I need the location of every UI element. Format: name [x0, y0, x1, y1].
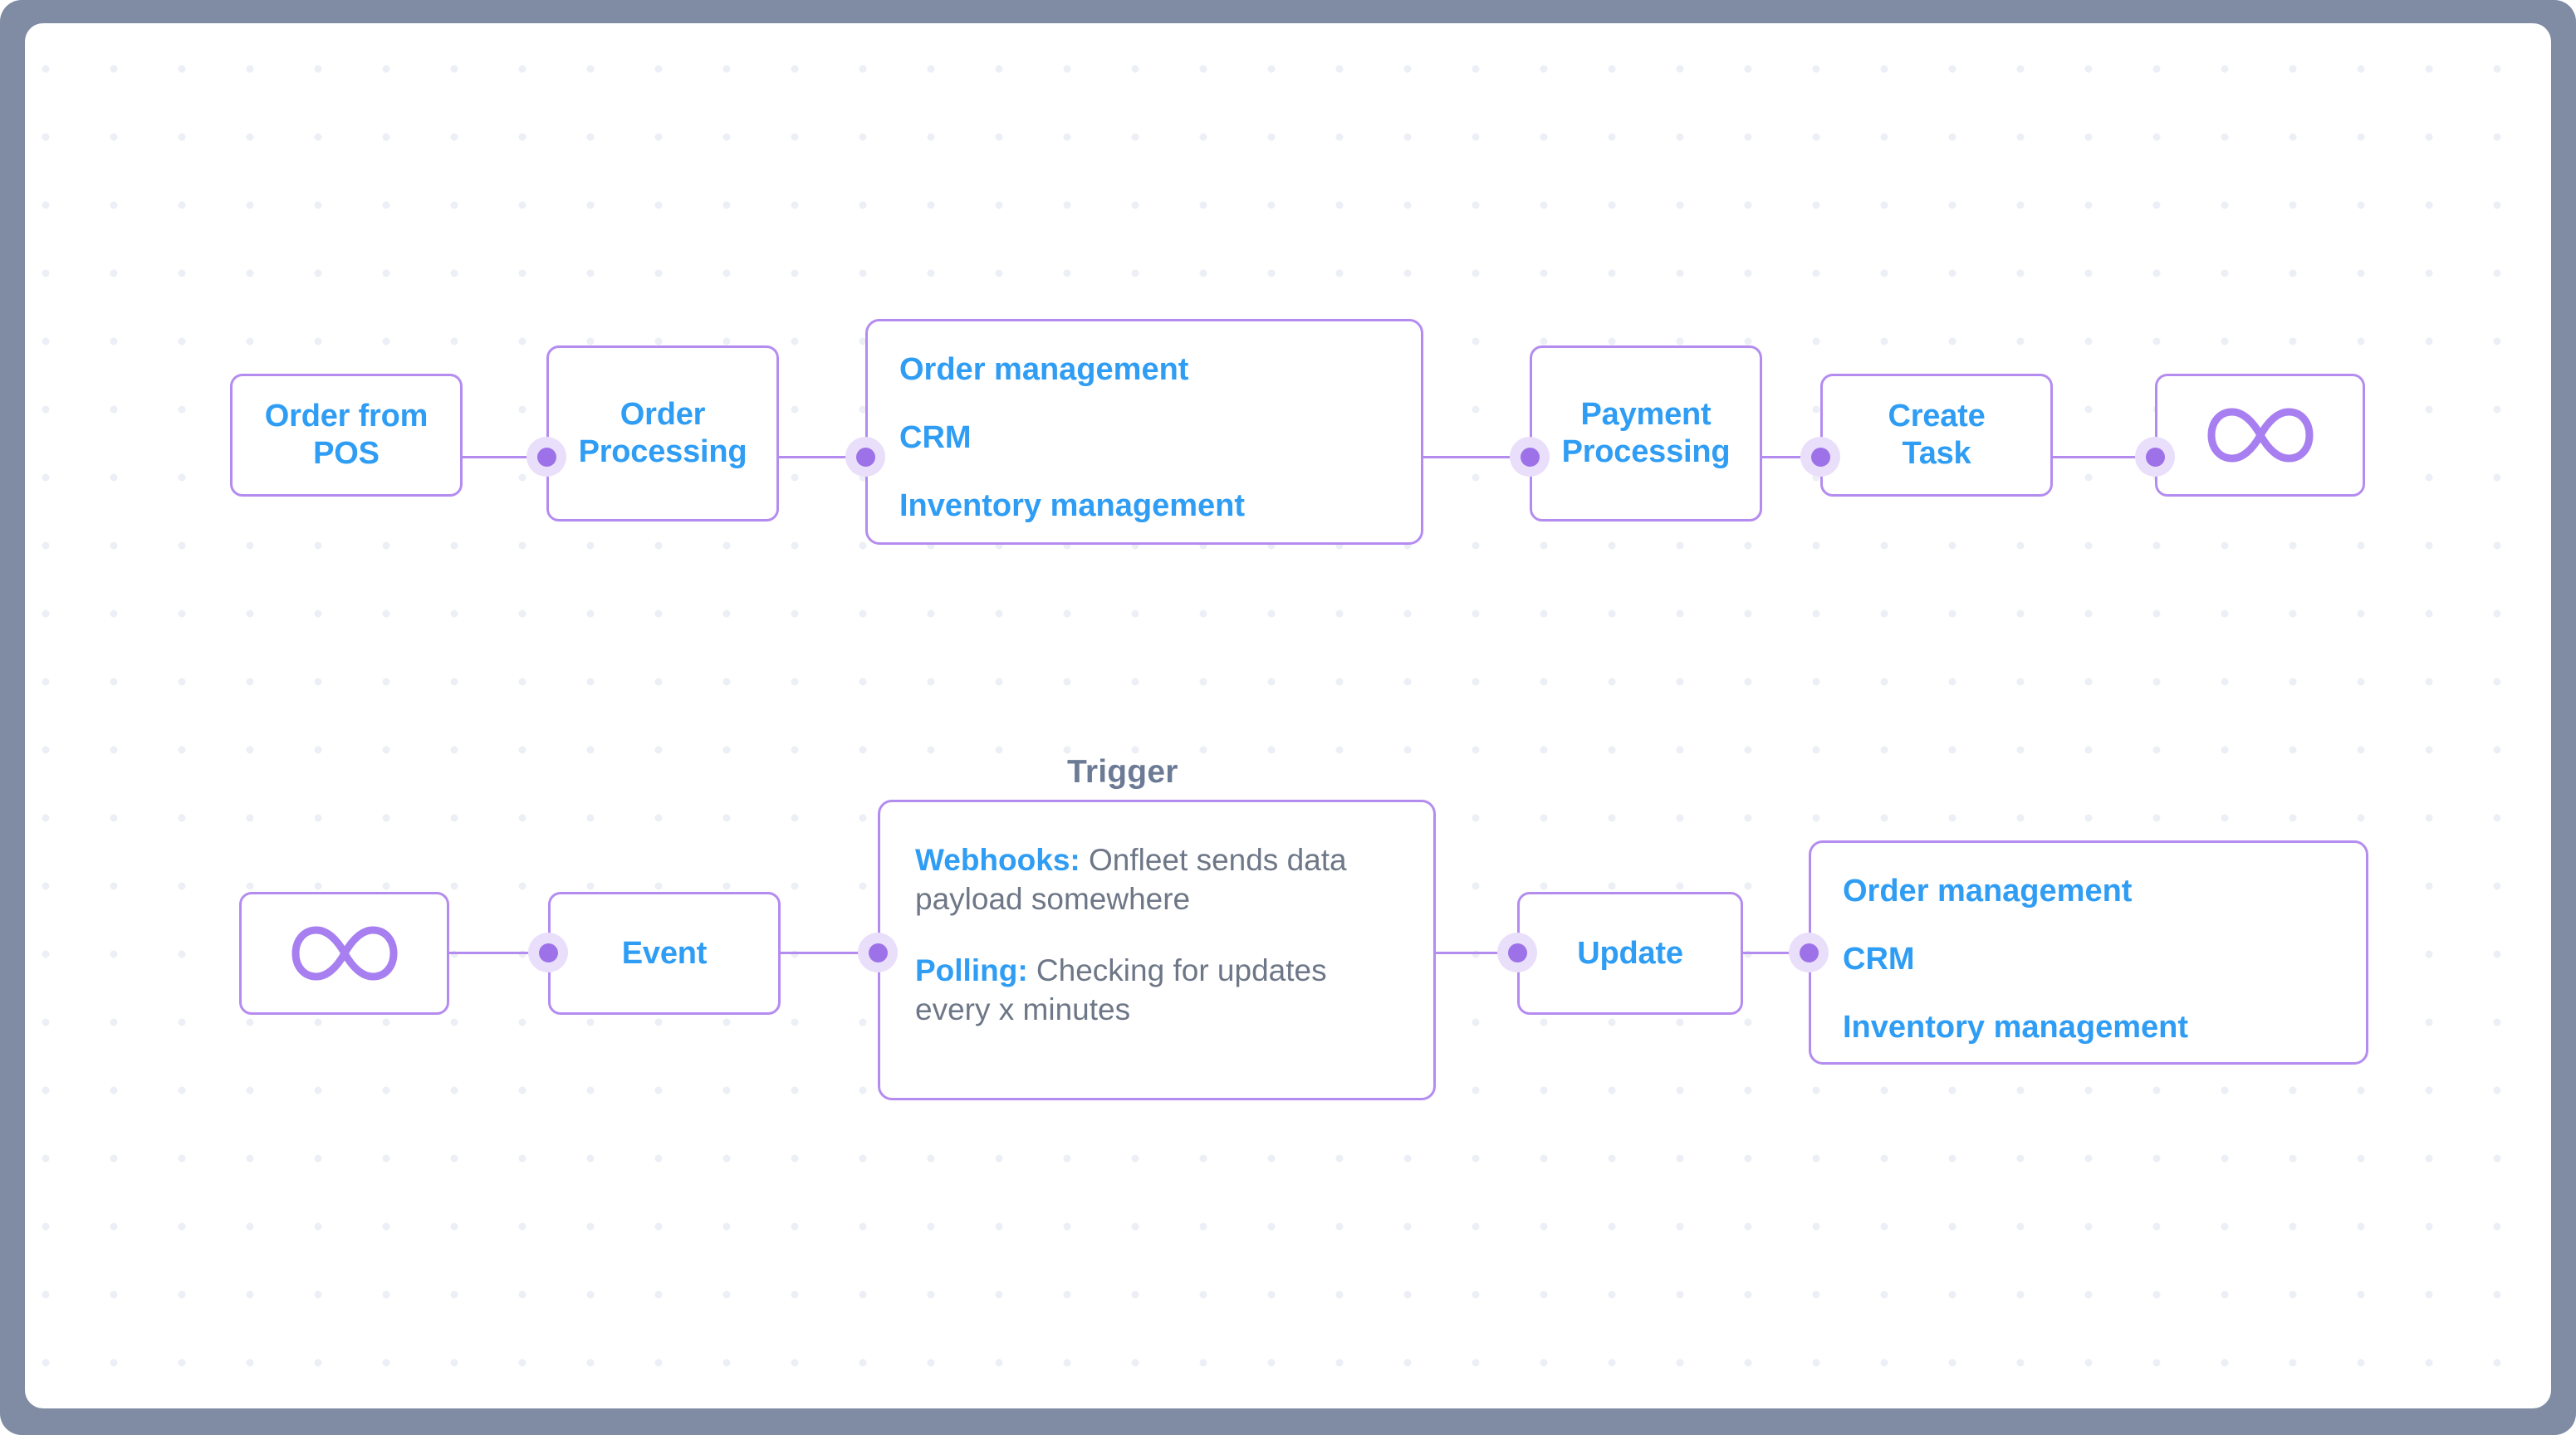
trigger-caption: Trigger [1067, 754, 1178, 790]
node-order-from-pos[interactable]: Order from POS [230, 374, 463, 497]
list-item: Order management [1843, 874, 2133, 909]
node-update[interactable]: Update [1517, 892, 1743, 1015]
port-trigger-in[interactable] [858, 933, 898, 972]
node-label-line2: Processing [578, 434, 747, 469]
node-label-line1: Order from [264, 399, 429, 434]
link-pos-to-order-processing [462, 456, 571, 458]
port-payment-in[interactable] [1510, 437, 1550, 477]
node-label: Create Task [1888, 398, 1985, 473]
node-onfleet-logo-bottom[interactable] [239, 892, 449, 1015]
trigger-polling-text: Checking for updates every x minutes [915, 953, 1327, 1027]
list-item: Inventory management [1843, 1009, 2188, 1045]
port-bottom-systems-in[interactable] [1789, 933, 1829, 972]
node-payment-processing[interactable]: Payment Processing [1530, 345, 1762, 522]
node-label-line1: Create [1888, 399, 1986, 434]
node-label: Payment Processing [1562, 396, 1731, 471]
node-label-line2: POS [313, 436, 380, 471]
port-create-task-in[interactable] [1800, 437, 1840, 477]
diagram-canvas: Order from POS Order Processing Order ma… [25, 23, 2551, 1408]
link-onfleet-to-event [447, 952, 548, 954]
trigger-polling-lead: Polling: [915, 953, 1028, 987]
trigger-polling-row: Polling: Checking for updates every x mi… [915, 951, 1400, 1030]
node-label: Order Processing [579, 396, 747, 471]
trigger-webhooks-lead: Webhooks: [915, 843, 1080, 877]
node-label: Update [1577, 935, 1683, 971]
port-onfleet-top-in[interactable] [2135, 437, 2175, 477]
link-payment-to-create-task [1737, 456, 1845, 458]
port-update-in[interactable] [1497, 933, 1537, 972]
node-create-task[interactable]: Create Task [1820, 374, 2053, 497]
trigger-webhooks-text: Onfleet sends data payload somewhere [915, 843, 1347, 917]
port-event-in[interactable] [528, 933, 568, 972]
node-label-line1: Payment [1580, 397, 1712, 433]
list-item: Order management [899, 352, 1189, 387]
node-order-processing[interactable]: Order Processing [546, 345, 779, 522]
link-systems-to-payment [1422, 456, 1530, 458]
link-order-processing-to-systems [779, 456, 890, 458]
node-label: Order from POS [264, 398, 429, 473]
node-top-systems-list[interactable]: Order management CRM Inventory managemen… [865, 319, 1423, 545]
port-systems-in[interactable] [845, 437, 885, 477]
infinity-icon [288, 920, 401, 987]
node-label-line2: Task [1902, 436, 1971, 471]
list-item: Inventory management [899, 487, 1245, 523]
list-item: CRM [1843, 941, 1915, 977]
node-onfleet-logo-top[interactable] [2155, 374, 2365, 497]
node-label-line2: Processing [1561, 434, 1731, 469]
infinity-icon [2204, 402, 2317, 468]
link-trigger-to-update [1434, 952, 1517, 954]
list-item: CRM [899, 419, 972, 455]
port-order-processing-in[interactable] [526, 437, 566, 477]
link-event-to-trigger [779, 952, 878, 954]
node-trigger-details[interactable]: Webhooks: Onfleet sends data payload som… [878, 800, 1436, 1100]
link-update-to-systems [1741, 952, 1834, 954]
trigger-webhooks-row: Webhooks: Onfleet sends data payload som… [915, 840, 1400, 919]
dot-grid-background [25, 23, 2551, 1408]
link-create-task-to-onfleet [2053, 456, 2155, 458]
node-label: Event [621, 935, 708, 971]
node-event[interactable]: Event [548, 892, 781, 1015]
node-bottom-systems-list[interactable]: Order management CRM Inventory managemen… [1809, 840, 2368, 1065]
node-label-line1: Order [620, 397, 706, 433]
